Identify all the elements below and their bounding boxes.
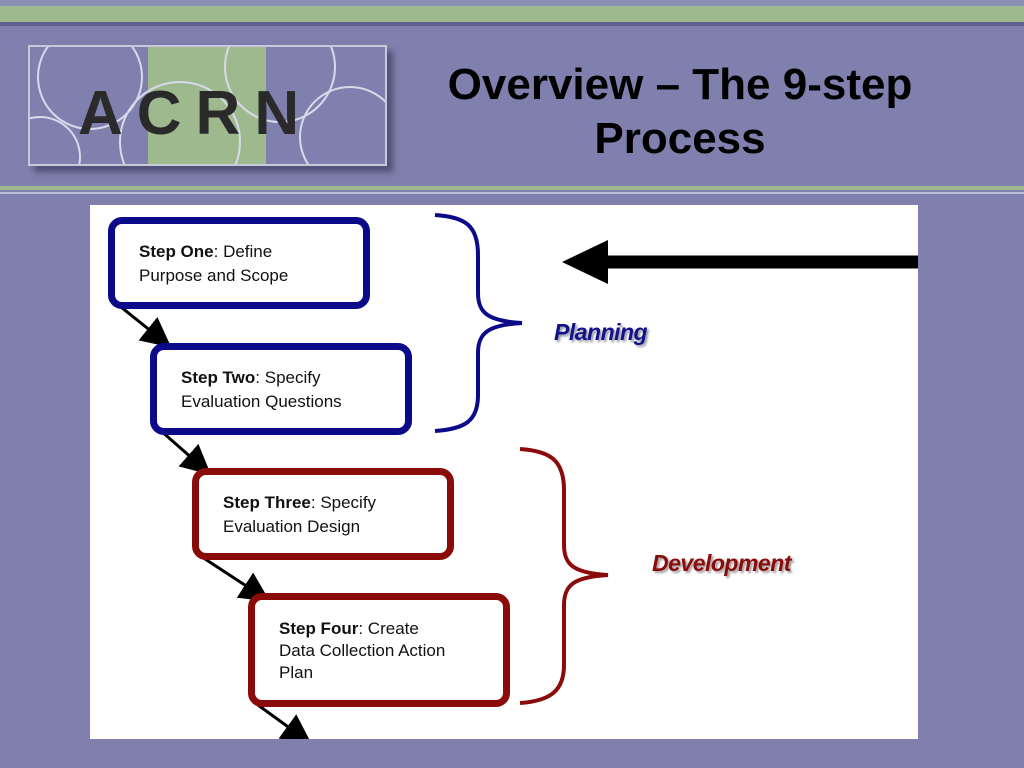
separator-green-line (0, 186, 1024, 190)
connector-arrow-4 (257, 703, 312, 739)
planning-brace (434, 213, 523, 433)
step-box-1: Step One: Define Purpose and Scope (108, 217, 370, 309)
step-name: Step Four (279, 619, 359, 638)
step-desc-line2: Evaluation Questions (181, 392, 342, 411)
connector-arrow-1 (115, 301, 172, 348)
step-desc-line1: Create (367, 619, 419, 638)
step-desc-line2: Data Collection Action (279, 641, 446, 660)
step-text-3: Step Three: Specify Evaluation Design (223, 493, 377, 536)
logo-graphic: ACRN (30, 47, 385, 164)
step-name: Step One (139, 242, 214, 261)
step-text-4: Step Four: Create Data Collection Action… (279, 619, 446, 682)
process-diagram-panel: Step One: Define Purpose and Scope Step … (90, 205, 918, 739)
top-band (0, 0, 1024, 26)
step-desc-line3: Plan (279, 663, 314, 682)
development-brace (519, 447, 609, 705)
step-text-1: Step One: Define Purpose and Scope (139, 242, 289, 285)
slide-title: Overview – The 9-step Process (447, 60, 913, 163)
acrn-logo: ACRN (28, 45, 387, 166)
step-desc-line2: Evaluation Design (223, 517, 361, 536)
step-box-4: Step Four: Create Data Collection Action… (248, 593, 510, 707)
step-box-3: Step Three: Specify Evaluation Design (192, 468, 454, 560)
step-desc-line2: Purpose and Scope (139, 266, 289, 285)
phase-label-development: Development (652, 550, 791, 576)
top-shadow-line (0, 22, 1024, 26)
header-separator (0, 186, 1024, 200)
step-box-2: Step Two: Specify Evaluation Questions (150, 343, 412, 435)
separator-light-line (0, 192, 1024, 194)
step-desc-line1: Define (223, 242, 273, 261)
step-name: Step Two (181, 368, 256, 387)
phase-label-planning: Planning (554, 319, 648, 345)
pointer-arrow-head (562, 240, 608, 284)
connector-arrow-3 (201, 555, 271, 602)
step-text-2: Step Two: Specify Evaluation Questions (181, 368, 342, 411)
diagram-connectors (115, 213, 918, 739)
logo-text: ACRN (78, 79, 313, 148)
top-green-stripe (0, 6, 1024, 22)
connector-arrow-2 (159, 428, 212, 475)
step-desc-line1: Specify (264, 368, 321, 387)
step-name: Step Three (223, 493, 311, 512)
step-desc-line1: Specify (320, 493, 377, 512)
